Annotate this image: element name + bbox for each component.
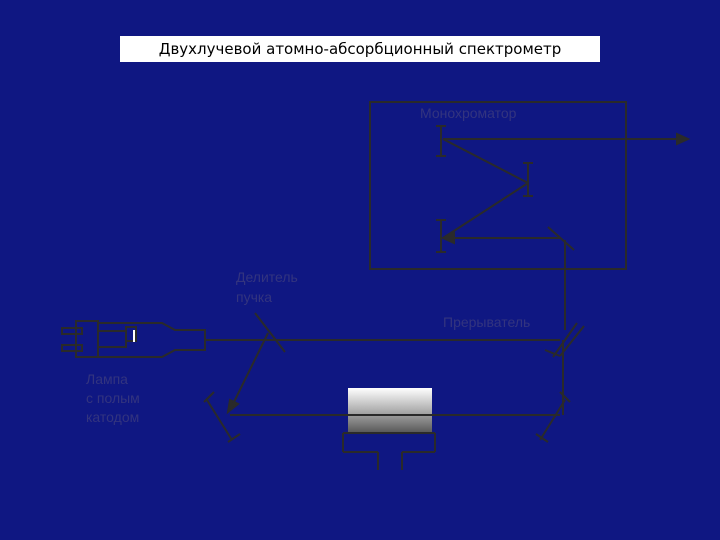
entrance-mirror [547, 226, 575, 251]
label-lamp-3: катодом [86, 409, 139, 425]
diagram-title: Двухлучевой атомно-абсорбционный спектро… [158, 40, 562, 58]
hollow-cathode-lamp [61, 320, 206, 358]
monochromator-box [369, 101, 627, 270]
mirror-lower-right [535, 391, 571, 443]
label-monochromator: Монохроматор [420, 105, 517, 121]
output-arrow [676, 132, 691, 146]
burner [342, 432, 436, 470]
mirror-lower-left [203, 391, 241, 443]
atomizer-cell [348, 388, 432, 432]
label-beam-splitter-1: Делитель [236, 269, 298, 285]
beam-splitter [254, 312, 286, 353]
label-chopper: Прерыватель [443, 314, 530, 330]
monochromator-mirror-top [436, 125, 446, 157]
title-bar: Двухлучевой атомно-абсорбционный спектро… [120, 36, 600, 62]
monochromator-mirror-bottom [436, 219, 446, 253]
label-lamp-2: с полым [86, 390, 140, 406]
label-beam-splitter-2: пучка [236, 289, 272, 305]
diffraction-grating [523, 162, 533, 197]
label-lamp-1: Лампа [86, 371, 128, 387]
